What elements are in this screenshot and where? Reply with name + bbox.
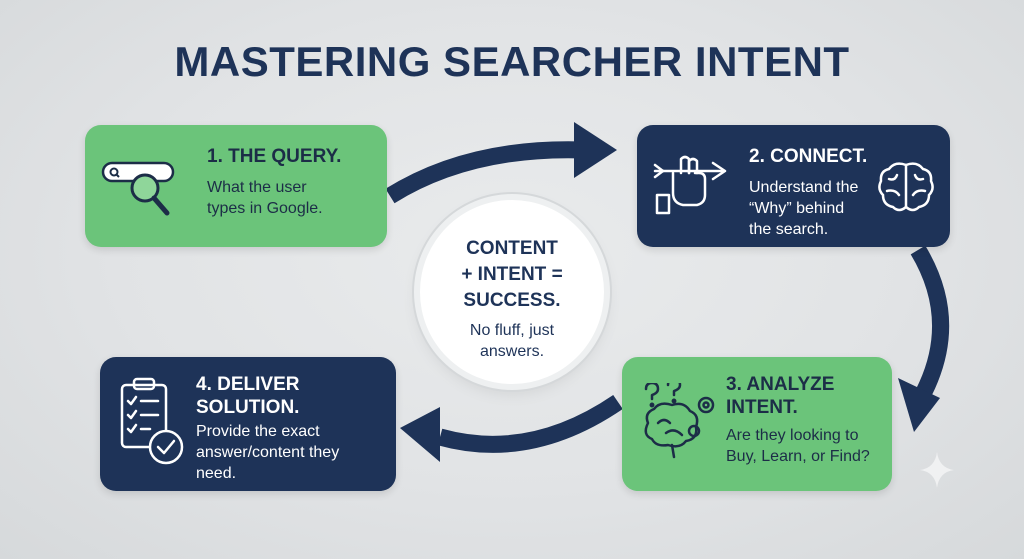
brain-gears-question-icon <box>644 383 715 459</box>
center-subtext-line: answers. <box>479 343 545 360</box>
step-1-desc-line: What the user <box>207 179 307 196</box>
step-2-desc-line: Understand the <box>749 179 859 196</box>
step-card-connect: 2. CONNECT. Understand the “Why” behind … <box>637 125 950 247</box>
step-4-heading: 4. DELIVER SOLUTION. <box>196 373 299 419</box>
step-4-heading-line: 4. DELIVER <box>196 374 300 395</box>
center-summary-circle: CONTENT + INTENT = SUCCESS. No fluff, ju… <box>420 200 604 384</box>
arrow-1-to-2 <box>385 141 586 204</box>
checklist-clipboard-icon <box>120 377 184 465</box>
step-card-analyze: 3. ANALYZE INTENT. Are they looking to B… <box>622 357 892 491</box>
arrow-3-to-4 <box>437 394 623 453</box>
step-1-heading: 1. THE QUERY. <box>207 145 341 168</box>
step-4-desc-line: answer/content they <box>196 444 340 461</box>
page-title: MASTERING SEARCHER INTENT <box>174 38 850 85</box>
search-bar-magnifier-icon <box>101 161 175 216</box>
center-heading-line: + INTENT = <box>461 264 563 285</box>
step-2-heading-line: 2. CONNECT. <box>749 146 868 167</box>
step-3-heading-line: INTENT. <box>726 397 798 418</box>
step-2-description: Understand the “Why” behind the search. <box>749 177 858 240</box>
step-card-query: 1. THE QUERY. What the user types in Goo… <box>85 125 387 247</box>
sparkle-icon <box>920 452 954 488</box>
step-2-desc-line: the search. <box>749 221 829 238</box>
center-heading-line: CONTENT <box>466 238 558 259</box>
step-card-deliver: 4. DELIVER SOLUTION. Provide the exact a… <box>100 357 396 491</box>
center-subtext-line: No fluff, just <box>469 322 555 339</box>
step-1-heading-line: 1. THE QUERY. <box>207 146 342 167</box>
brain-icon <box>878 162 934 212</box>
step-3-desc-line: Buy, Learn, or Find? <box>726 448 870 465</box>
step-1-description: What the user types in Google. <box>207 177 323 219</box>
step-4-heading-line: SOLUTION. <box>196 397 300 418</box>
hand-arrow-icon <box>653 155 727 215</box>
step-2-heading: 2. CONNECT. <box>749 145 867 168</box>
step-4-desc-line: need. <box>196 465 237 482</box>
step-4-desc-line: Provide the exact <box>196 423 320 440</box>
step-3-description: Are they looking to Buy, Learn, or Find? <box>726 425 870 467</box>
arrowhead-1 <box>574 122 617 178</box>
arrowhead-3 <box>400 407 440 462</box>
arrow-2-to-3 <box>910 245 950 396</box>
step-3-heading: 3. ANALYZE INTENT. <box>726 373 834 419</box>
arrowhead-2 <box>898 378 940 432</box>
step-3-heading-line: 3. ANALYZE <box>726 374 835 395</box>
step-3-desc-line: Are they looking to <box>726 427 859 444</box>
step-1-desc-line: types in Google. <box>207 200 323 217</box>
center-heading-line: SUCCESS. <box>463 290 561 311</box>
step-4-description: Provide the exact answer/content they ne… <box>196 421 339 484</box>
step-2-desc-line: “Why” behind <box>749 200 845 217</box>
center-subtext: No fluff, just answers. <box>420 320 604 362</box>
